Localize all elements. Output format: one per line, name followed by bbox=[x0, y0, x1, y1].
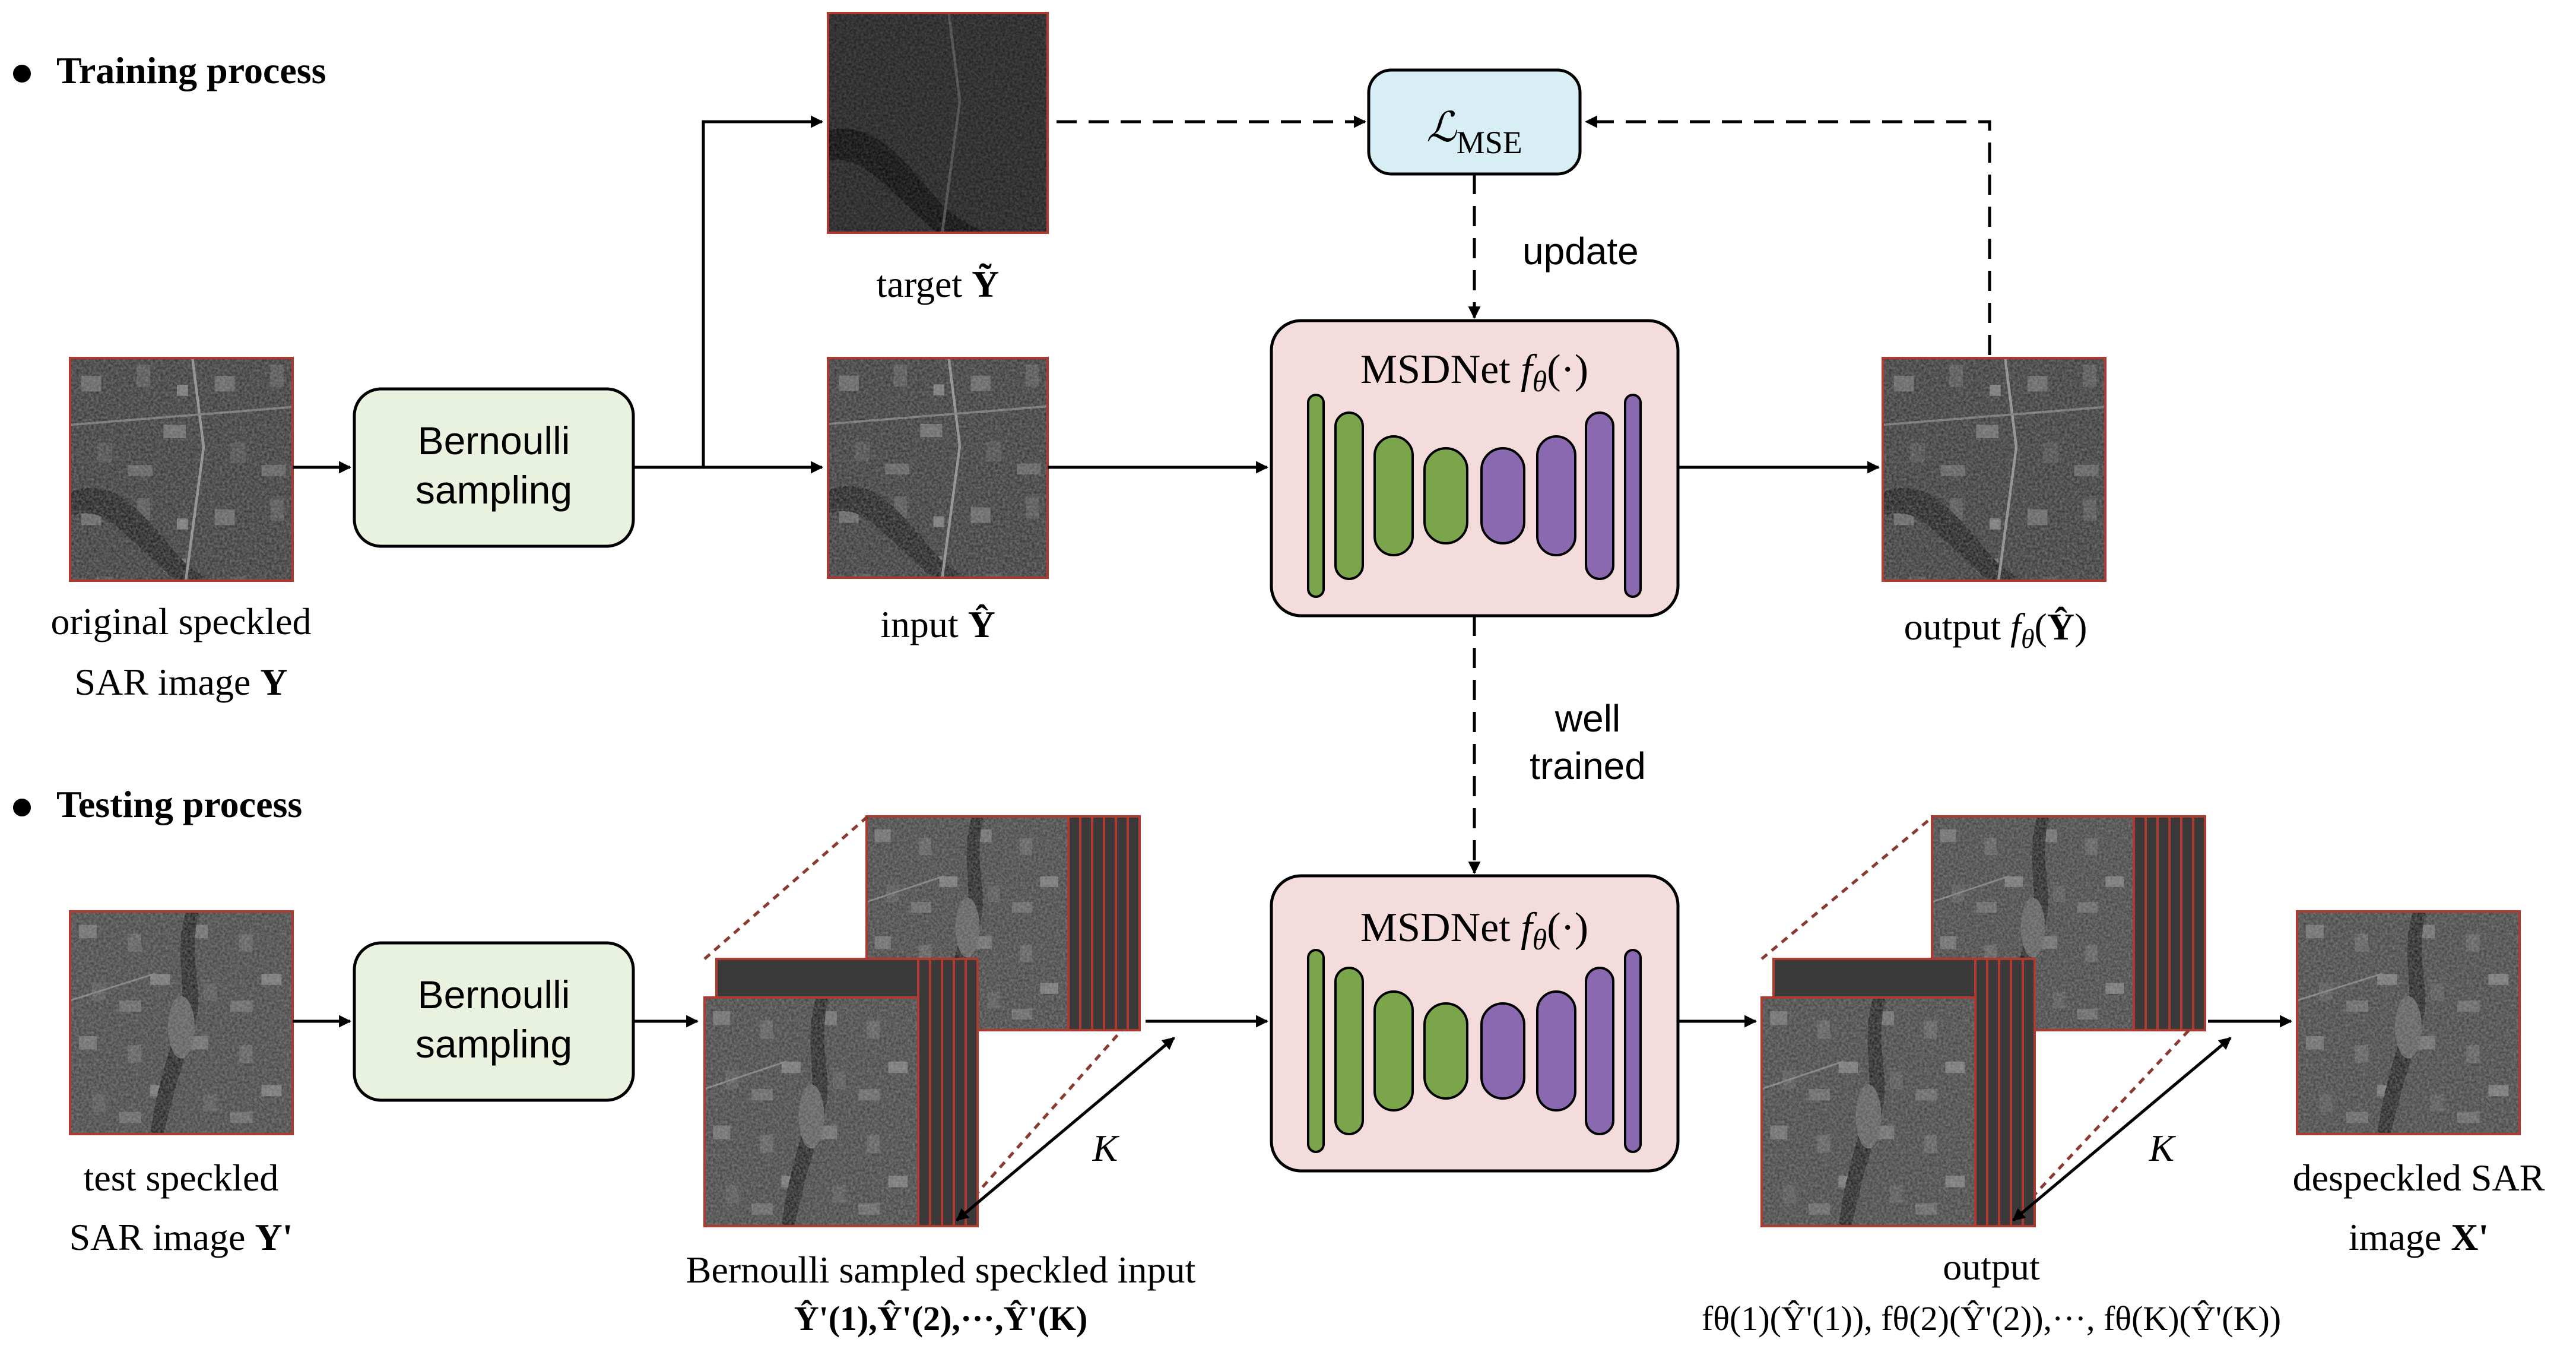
bernoulli-label-line1-train: Bernoulli bbox=[418, 419, 570, 463]
despeckled-image bbox=[2296, 910, 2521, 1135]
output-stack-back bbox=[1931, 815, 2206, 1031]
input-label: input Ŷ bbox=[880, 603, 995, 645]
stack-caption: Bernoulli sampled speckled input bbox=[686, 1249, 1196, 1291]
bernoulli-label-line2-train: sampling bbox=[415, 468, 572, 512]
bullet-icon-testing bbox=[13, 799, 31, 816]
k-depth-arrow-input bbox=[956, 1037, 1175, 1221]
input-image bbox=[827, 357, 1049, 579]
trained-label: trained bbox=[1530, 745, 1646, 787]
original-image-label-line2: SAR image Y bbox=[74, 661, 287, 703]
despeckled-label-line1: despeckled SAR bbox=[2293, 1157, 2545, 1199]
test-speckled-image bbox=[69, 910, 294, 1135]
output-label: output fθ(Ŷ) bbox=[1904, 606, 2088, 654]
msdnet-test: MSDNet fθ(·) bbox=[1270, 874, 1680, 1173]
training-process-title: Training process bbox=[56, 49, 326, 91]
bernoulli-label-line2-test: sampling bbox=[415, 1022, 572, 1066]
target-label: target Ỹ bbox=[877, 263, 1000, 305]
msdnet-train: MSDNet fθ(·) bbox=[1270, 319, 1680, 618]
test-image-label-line2: SAR image Y' bbox=[69, 1216, 293, 1258]
dashed-arrow-output-to-loss bbox=[1584, 115, 1991, 355]
input-stack-front bbox=[703, 958, 979, 1227]
output-stack-front bbox=[1760, 958, 2036, 1227]
original-speckled-image bbox=[69, 357, 294, 582]
mse-loss-label: ℒMSE bbox=[1426, 105, 1522, 160]
arrow-to-target bbox=[702, 115, 824, 467]
original-image-label-line1: original speckled bbox=[51, 600, 312, 642]
update-label: update bbox=[1522, 230, 1639, 273]
output-caption: output bbox=[1943, 1246, 2040, 1288]
test-image-label-line1: test speckled bbox=[84, 1157, 279, 1199]
output-stack-connector-top bbox=[1760, 815, 1934, 960]
k-label-output: K bbox=[2149, 1127, 2177, 1169]
output-image bbox=[1882, 357, 2107, 582]
output-formula: fθ(1)(Ŷ'(1)), fθ(2)(Ŷ'(2)),···, fθ(K)(Ŷ'… bbox=[1702, 1299, 2281, 1338]
stack-formula: Ŷ'(1),Ŷ'(2),···,Ŷ'(K) bbox=[794, 1299, 1088, 1338]
msdnet-box-test bbox=[1270, 874, 1680, 1173]
msdnet-label-train: MSDNet fθ(·) bbox=[1360, 347, 1588, 398]
testing-process-title: Testing process bbox=[56, 783, 302, 825]
despeckled-label-line2: image X' bbox=[2349, 1216, 2489, 1258]
bernoulli-label-line1-test: Bernoulli bbox=[418, 973, 570, 1017]
stack-connector-top bbox=[703, 815, 869, 960]
k-label-input: K bbox=[1092, 1127, 1120, 1169]
well-label: well bbox=[1555, 697, 1620, 740]
k-depth-arrow-output bbox=[2012, 1037, 2232, 1221]
msdnet-label-test: MSDNet fθ(·) bbox=[1360, 905, 1588, 956]
bullet-icon bbox=[13, 65, 31, 83]
target-image bbox=[827, 12, 1049, 234]
